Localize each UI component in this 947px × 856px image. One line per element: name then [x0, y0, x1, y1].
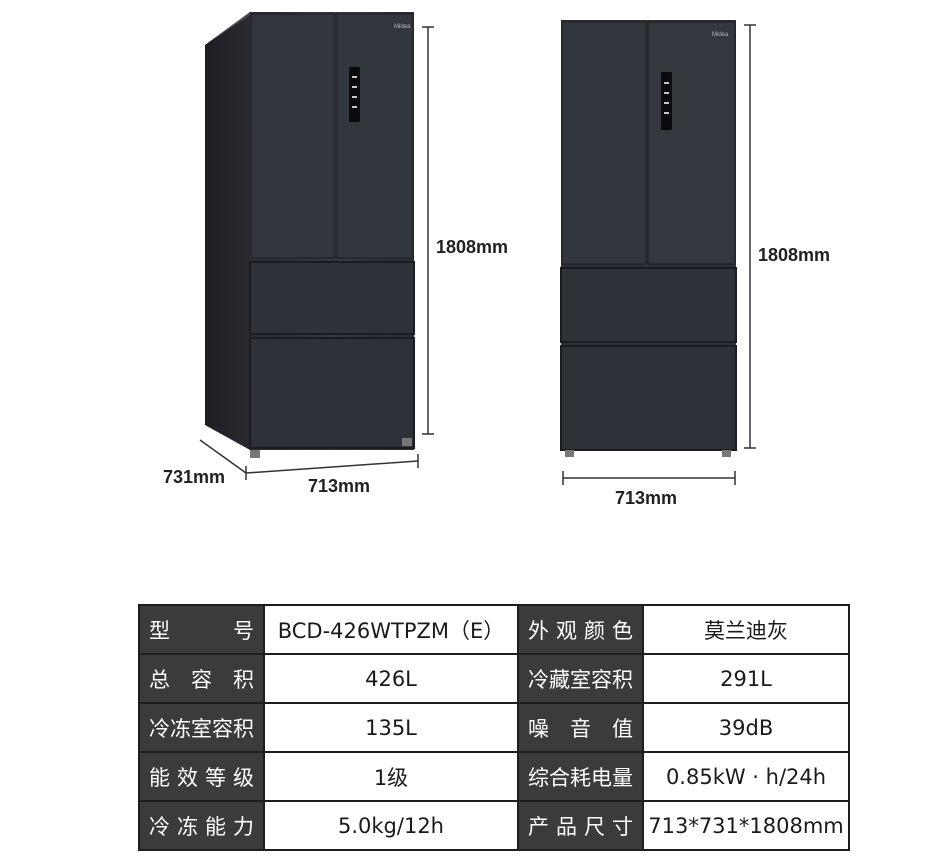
- top-drawer: [249, 261, 415, 335]
- right-width-label: 713mm: [615, 488, 678, 508]
- right-height-label: 1808mm: [758, 245, 831, 265]
- spec-label: 冷冻能力: [138, 800, 265, 851]
- right-upper-door: [647, 21, 736, 265]
- foot: [722, 450, 731, 457]
- spec-label: 产品尺寸: [517, 800, 644, 851]
- spec-value: 713*731*1808mm: [642, 800, 850, 851]
- spec-value: 135L: [263, 702, 519, 753]
- foot: [402, 438, 412, 446]
- left-upper-door: [561, 21, 647, 265]
- spec-label: 能效等级: [138, 751, 265, 802]
- spec-value: 291L: [642, 653, 850, 704]
- bottom-drawer: [560, 345, 737, 451]
- foot: [565, 450, 574, 457]
- spec-label: 冷冻室容积: [138, 702, 265, 753]
- spec-value: 5.0kg/12h: [263, 800, 519, 851]
- control-display: [349, 67, 360, 122]
- top-drawer: [560, 267, 737, 343]
- brand-logo: Midea: [394, 24, 411, 30]
- left-dimension-lines: [199, 26, 434, 480]
- control-display: [661, 72, 672, 130]
- spec-value: 0.85kW · h/24h: [642, 751, 850, 802]
- spec-value: 1级: [263, 751, 519, 802]
- product-illustration: Midea Midea: [163, 12, 831, 508]
- left-width-label: 713mm: [308, 476, 371, 496]
- brand-logo: Midea: [712, 32, 729, 38]
- spec-label: 外观颜色: [517, 604, 644, 655]
- spec-label: 型号: [138, 604, 265, 655]
- left-height-label: 1808mm: [436, 237, 509, 257]
- spec-value: 426L: [263, 653, 519, 704]
- fridge-front-view: Midea: [560, 20, 737, 457]
- fridge-side-panel: [205, 12, 250, 450]
- left-depth-label: 731mm: [163, 467, 226, 487]
- spec-label: 总容积: [138, 653, 265, 704]
- bottom-drawer: [249, 337, 415, 449]
- spec-label: 噪音值: [517, 702, 644, 753]
- spec-label: 冷藏室容积: [517, 653, 644, 704]
- right-upper-door: [336, 13, 414, 259]
- spec-value: 莫兰迪灰: [642, 604, 850, 655]
- foot: [250, 450, 260, 458]
- right-dimension-lines: [562, 24, 756, 485]
- left-upper-door: [250, 13, 336, 259]
- fridge-diagram: Midea Midea: [199, 12, 756, 485]
- fridge-perspective: Midea: [205, 12, 415, 458]
- spec-value: BCD-426WTPZM（E）: [263, 604, 519, 655]
- spec-value: 39dB: [642, 702, 850, 753]
- spec-label: 综合耗电量: [517, 751, 644, 802]
